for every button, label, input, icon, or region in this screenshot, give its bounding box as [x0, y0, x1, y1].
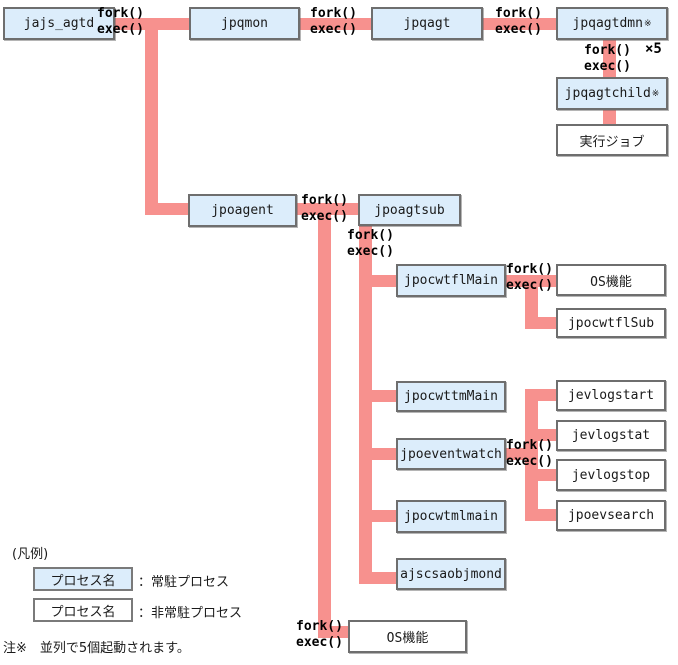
connector-line — [300, 18, 371, 30]
connector-line — [603, 39, 616, 77]
process-box-jpoevsearch: jpoevsearch — [556, 500, 666, 531]
process-box-jevlogstop: jevlogstop — [556, 459, 666, 491]
fork-line: fork() — [97, 6, 144, 21]
process-label: jevlogstop — [571, 467, 651, 483]
fork-line: fork() — [506, 262, 553, 277]
fork-exec-label: fork()exec() — [347, 228, 394, 260]
process-label: OS機能 — [590, 274, 632, 290]
fork-exec-label: fork()exec() — [506, 438, 553, 470]
process-box-jpocwttmMain: jpocwttmMain — [396, 381, 506, 412]
connector-line — [318, 213, 331, 638]
process-label: jevlogstart — [567, 388, 655, 403]
connector-line — [532, 509, 556, 521]
process-box-jpoeventwatch: jpoeventwatch — [396, 438, 506, 470]
process-label: jpocwtmlmain — [404, 509, 498, 524]
exec-line: exec() — [506, 454, 553, 469]
fork-line: fork() — [506, 438, 553, 453]
exec-line: exec() — [506, 278, 553, 293]
exec-line: exec() — [347, 244, 394, 259]
process-box-jpocwtflMain: jpocwtflMain — [396, 264, 506, 297]
process-label: jevlogstat — [571, 428, 651, 443]
fork-line: fork() — [584, 43, 631, 58]
connector-line — [532, 389, 556, 401]
process-label: jajs_agtd — [23, 16, 95, 31]
fork-line: fork() — [347, 228, 394, 243]
process-label: OS機能 — [386, 631, 429, 646]
process-label: jpqmon — [221, 16, 268, 31]
fork-line: fork() — [310, 6, 357, 21]
process-box-jpqagtchild: jpqagtchild※ — [556, 77, 668, 110]
process-box-exec-job: 実行ジョブ — [556, 124, 668, 156]
exec-line: exec() — [296, 635, 343, 650]
exec-line: exec() — [301, 209, 348, 224]
process-label: 実行ジョブ — [579, 134, 645, 150]
exec-line: exec() — [584, 59, 631, 74]
process-label: jpqagtchild — [564, 86, 651, 101]
connector-line — [532, 469, 556, 481]
connector-line — [366, 510, 396, 522]
legend-box-nonresident: プロセス名 — [33, 598, 133, 622]
process-box-jajs_agtd: jajs_agtd — [3, 7, 115, 40]
exec-line: exec() — [97, 22, 144, 37]
connector-line — [532, 429, 556, 441]
process-box-jpqagtdmn: jpqagtdmn※ — [556, 7, 668, 40]
connector-line — [318, 626, 348, 638]
connector-line — [525, 389, 538, 521]
process-label: ajscsaobjmond — [400, 566, 502, 582]
fork-exec-label: fork()exec() — [301, 193, 348, 225]
process-label: jpocwtflMain — [404, 273, 498, 288]
legend-title: (凡例) — [12, 547, 49, 562]
connector-line — [297, 203, 358, 215]
process-label: jpoagtsub — [374, 202, 445, 218]
legend-box-resident-label: プロセス名 — [50, 573, 116, 589]
process-box-jpocwtflSub: jpocwtflSub — [556, 308, 666, 338]
process-label: jpocwtflSub — [567, 315, 655, 331]
process-box-jpocwtmlmain: jpocwtmlmain — [396, 500, 506, 533]
process-label: jpoagent — [211, 203, 274, 218]
multiplier-label: ×5 — [645, 41, 662, 57]
process-box-jevlogstart: jevlogstart — [556, 380, 666, 411]
connector-line — [115, 18, 189, 30]
connector-line — [359, 572, 396, 584]
connector-line — [366, 275, 396, 287]
connector-line — [145, 28, 158, 215]
fork-exec-label: fork()exec() — [506, 262, 553, 294]
process-label: jpocwttmMain — [404, 389, 498, 404]
process-box-os-function-2: OS機能 — [348, 620, 467, 653]
process-label: jpoevsearch — [567, 508, 655, 523]
fork-line: fork() — [296, 619, 343, 634]
fork-line: fork() — [495, 6, 542, 21]
fork-exec-label: fork()exec() — [495, 6, 542, 38]
legend-box-resident: プロセス名 — [33, 567, 133, 591]
connector-line — [145, 203, 188, 215]
footnote: 注※ 並列で5個起動されます。 — [3, 641, 190, 656]
connector-line — [525, 317, 556, 329]
connector-line — [603, 110, 616, 124]
exec-line: exec() — [495, 22, 542, 37]
process-box-jevlogstat: jevlogstat — [556, 420, 666, 451]
fork-line: fork() — [301, 193, 348, 208]
legend-box-nonresident-label: プロセス名 — [50, 604, 116, 620]
connector-line — [366, 448, 396, 460]
process-box-jpoagtsub: jpoagtsub — [358, 194, 461, 226]
process-box-jpqmon: jpqmon — [189, 7, 300, 40]
process-box-os-function-1: OS機能 — [556, 264, 666, 296]
fork-exec-label: fork()exec() — [584, 43, 631, 75]
process-box-jpqagt: jpqagt — [371, 7, 483, 40]
process-box-jpoagent: jpoagent — [188, 194, 297, 227]
connector-line — [366, 390, 396, 402]
exec-line: exec() — [310, 22, 357, 37]
process-label: jpqagt — [403, 16, 451, 31]
fork-exec-label: fork()exec() — [310, 6, 357, 38]
legend-desc-resident: ：常駐プロセス — [138, 575, 230, 590]
fork-exec-label: fork()exec() — [97, 6, 144, 38]
process-label: jpoeventwatch — [400, 446, 502, 462]
legend-desc-nonresident: ：非常駐プロセス — [138, 606, 243, 621]
process-box-ajscsaobjmond: ajscsaobjmond — [396, 558, 506, 590]
fork-exec-label: fork()exec() — [296, 619, 343, 651]
connector-line — [359, 226, 372, 584]
process-label: jpqagtdmn — [572, 16, 643, 31]
connector-line — [483, 18, 556, 30]
